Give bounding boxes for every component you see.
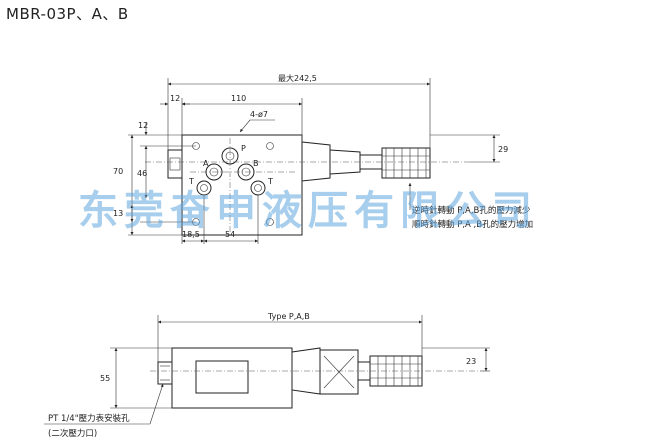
note-cw: 順時針轉動 P,A ,B孔的壓力增加 <box>412 219 533 230</box>
bonnet <box>301 141 331 182</box>
dim-12-top: 12 <box>170 94 180 103</box>
gauge-port <box>157 361 173 385</box>
dim-46: 46 <box>137 169 147 178</box>
dim-23: 23 <box>466 357 476 366</box>
nameplate <box>195 360 249 394</box>
dim-12-side: 12 <box>138 121 148 130</box>
side-valve-body <box>171 347 293 409</box>
note-ccw: 逆時針轉動 P,A,B孔的壓力減少 <box>412 205 531 216</box>
adjust-knob <box>381 147 431 179</box>
top-view: P A B T T 最大242,5 12 110 4-ø7 70 46 12 <box>113 73 533 244</box>
note-secondary-pressure: (二次壓力口) <box>48 428 97 439</box>
company-watermark: 东莞奋申液压有限公司 <box>78 188 538 234</box>
port-label-t-right: T <box>267 177 273 186</box>
dim-55: 55 <box>100 374 110 383</box>
dim-type: Type P,A,B <box>267 312 310 321</box>
diagram-title: MBR-03P、A、B <box>6 5 129 23</box>
port-label-p: P <box>241 144 246 153</box>
side-view: Type P,A,B 55 23 PT 1/4"壓力表安裝孔 (二次壓力口) <box>44 312 490 439</box>
mount-hole <box>266 142 274 150</box>
dim-29: 29 <box>498 145 508 154</box>
dim-54: 54 <box>225 230 235 239</box>
valve-body <box>181 134 303 236</box>
mount-hole <box>266 218 274 226</box>
port-label-b: B <box>253 159 259 168</box>
dim-110: 110 <box>231 94 246 103</box>
dim-70: 70 <box>113 167 123 176</box>
dim-overall-length: 最大242,5 <box>278 73 317 83</box>
port-label-a: A <box>203 159 209 168</box>
note-gauge-port: PT 1/4"壓力表安裝孔 <box>48 413 130 424</box>
port-label-t-left: T <box>188 177 194 186</box>
dim-holes: 4-ø7 <box>250 110 268 119</box>
dim-13: 13 <box>113 209 123 218</box>
dim-18-5: 18,5 <box>182 230 200 239</box>
left-boss <box>167 149 183 179</box>
